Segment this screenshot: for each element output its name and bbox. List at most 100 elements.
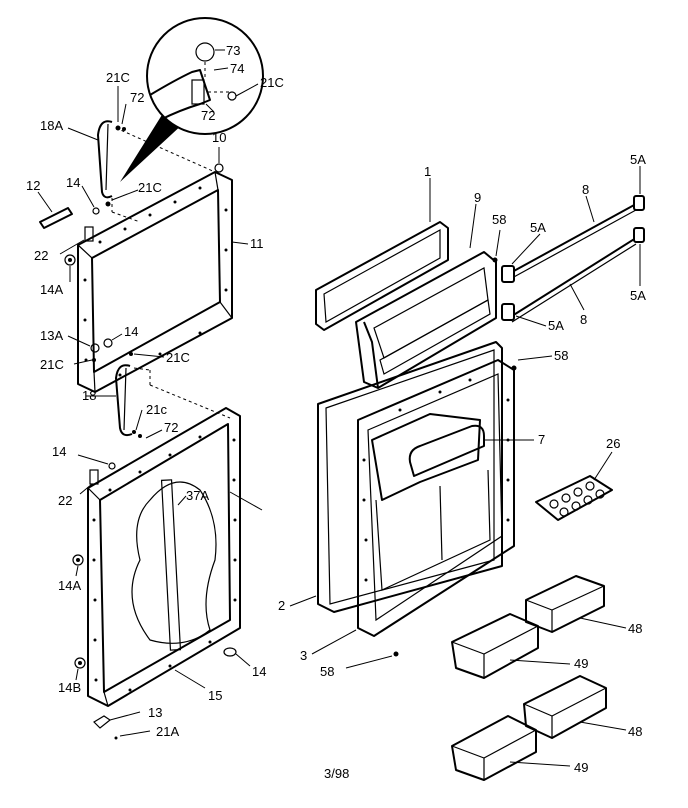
heater-37a bbox=[160, 479, 182, 651]
label-1: 1 bbox=[424, 164, 431, 179]
label-14a-low: 14A bbox=[58, 578, 81, 593]
fresh-liner-outer bbox=[357, 359, 515, 637]
plug-14-top bbox=[92, 207, 100, 215]
door-bins bbox=[451, 575, 627, 781]
label-5a-low: 5A bbox=[548, 318, 564, 333]
zoom-bracket bbox=[191, 79, 205, 105]
footer-code: 3/98 bbox=[324, 766, 349, 781]
label-7: 7 bbox=[538, 432, 545, 447]
label-21c-left: 21C bbox=[40, 357, 64, 372]
label-13: 13 bbox=[148, 705, 162, 720]
hinge-14b bbox=[74, 657, 86, 669]
gasket-1 bbox=[315, 178, 449, 331]
zoom-handle-end bbox=[149, 69, 211, 121]
label-18: 18 bbox=[82, 388, 96, 403]
label-49-low: 49 bbox=[574, 760, 588, 775]
gasket-2 bbox=[289, 341, 503, 613]
label-2: 2 bbox=[278, 598, 285, 613]
screw-21c-top bbox=[115, 125, 121, 131]
label-11: 11 bbox=[250, 236, 264, 251]
screw-21c-mid bbox=[105, 201, 111, 207]
label-37a: 37A bbox=[186, 488, 209, 503]
handle-18 bbox=[86, 364, 231, 439]
label-14-hinge: 14 bbox=[252, 664, 266, 679]
label-72-zoom: 72 bbox=[201, 108, 215, 123]
plug-14-low bbox=[108, 462, 116, 470]
fresh-food-door-15 bbox=[87, 407, 263, 707]
screw-58-top bbox=[492, 257, 498, 263]
part-labels: 73 74 21C 72 21C 72 18A 10 21C 14 12 22 … bbox=[26, 43, 646, 781]
label-21a: 21A bbox=[156, 724, 179, 739]
label-21c-low: 21c bbox=[146, 402, 167, 417]
endcap-5a-top bbox=[633, 195, 645, 211]
egg-tray-26 bbox=[535, 451, 613, 521]
label-14-mid: 14 bbox=[124, 324, 138, 339]
label-14b: 14B bbox=[58, 680, 81, 695]
fresh-door-screw-dots bbox=[92, 435, 237, 692]
fresh-door-inner bbox=[99, 423, 231, 693]
small-parts-lower bbox=[72, 454, 251, 740]
label-58-top: 58 bbox=[492, 212, 506, 227]
label-21c-mid: 21C bbox=[138, 180, 162, 195]
freezer-liner-outer bbox=[355, 251, 497, 389]
bin-49-low-body bbox=[451, 715, 537, 781]
freezer-door-outer bbox=[77, 171, 233, 393]
bin-49-low bbox=[451, 715, 571, 781]
freezer-door-screw-dots bbox=[83, 186, 228, 377]
plug-14-mid bbox=[103, 338, 113, 348]
label-58-low: 58 bbox=[320, 664, 334, 679]
stop-22-low bbox=[89, 469, 99, 485]
label-14-top: 14 bbox=[66, 175, 80, 190]
hinge-13 bbox=[93, 715, 112, 729]
label-3: 3 bbox=[300, 648, 307, 663]
label-8-top: 8 bbox=[582, 182, 589, 197]
screw-58-low bbox=[393, 651, 399, 657]
label-8-low: 8 bbox=[580, 312, 587, 327]
hinge-14a-top bbox=[64, 254, 76, 266]
label-72-low: 72 bbox=[164, 420, 178, 435]
endcap-5a-low bbox=[501, 303, 515, 321]
bin-48-low-body bbox=[523, 675, 607, 739]
stop-22-top bbox=[84, 226, 94, 242]
label-21c-top: 21C bbox=[106, 70, 130, 85]
fresh-liner-3 bbox=[311, 355, 553, 669]
gasket-1-outer bbox=[315, 221, 449, 331]
endcap-5a-right bbox=[633, 227, 645, 243]
label-9: 9 bbox=[474, 190, 481, 205]
hinge-13a bbox=[90, 343, 100, 353]
label-14-low: 14 bbox=[52, 444, 66, 459]
label-13a: 13A bbox=[40, 328, 63, 343]
label-12: 12 bbox=[26, 178, 40, 193]
label-15: 15 bbox=[208, 688, 222, 703]
small-parts-upper bbox=[37, 185, 249, 365]
label-10: 10 bbox=[212, 130, 226, 145]
shelf-rails bbox=[501, 166, 645, 327]
trim-12 bbox=[39, 207, 73, 229]
zoom-detail bbox=[120, 17, 264, 182]
plug-14-hinge bbox=[223, 647, 237, 657]
fresh-liner-screw-dots bbox=[362, 378, 510, 582]
dairy-door-7 bbox=[408, 424, 485, 477]
label-48-low: 48 bbox=[628, 724, 642, 739]
label-72-top: 72 bbox=[130, 90, 144, 105]
label-5a-mid: 5A bbox=[530, 220, 546, 235]
hinge-14a-low bbox=[72, 554, 84, 566]
rail-8-low bbox=[511, 237, 637, 317]
bin-49-top-body bbox=[451, 613, 539, 679]
label-49-top: 49 bbox=[574, 656, 588, 671]
label-74: 74 bbox=[230, 61, 244, 76]
gasket-2-outer bbox=[317, 341, 503, 613]
handle-18a-bar bbox=[97, 120, 113, 199]
screw-21a bbox=[114, 736, 118, 740]
endcap-5a-mid bbox=[501, 265, 515, 283]
label-5a-top: 5A bbox=[630, 152, 646, 167]
bin-48-top bbox=[525, 575, 627, 633]
handle-18-bar bbox=[115, 364, 133, 437]
label-22-top: 22 bbox=[34, 248, 48, 263]
label-21c-right: 21C bbox=[166, 350, 190, 365]
dairy-compartment bbox=[371, 413, 481, 501]
label-73: 73 bbox=[226, 43, 240, 58]
hinge-pin-10 bbox=[214, 163, 224, 173]
fresh-door-outer bbox=[87, 407, 241, 707]
